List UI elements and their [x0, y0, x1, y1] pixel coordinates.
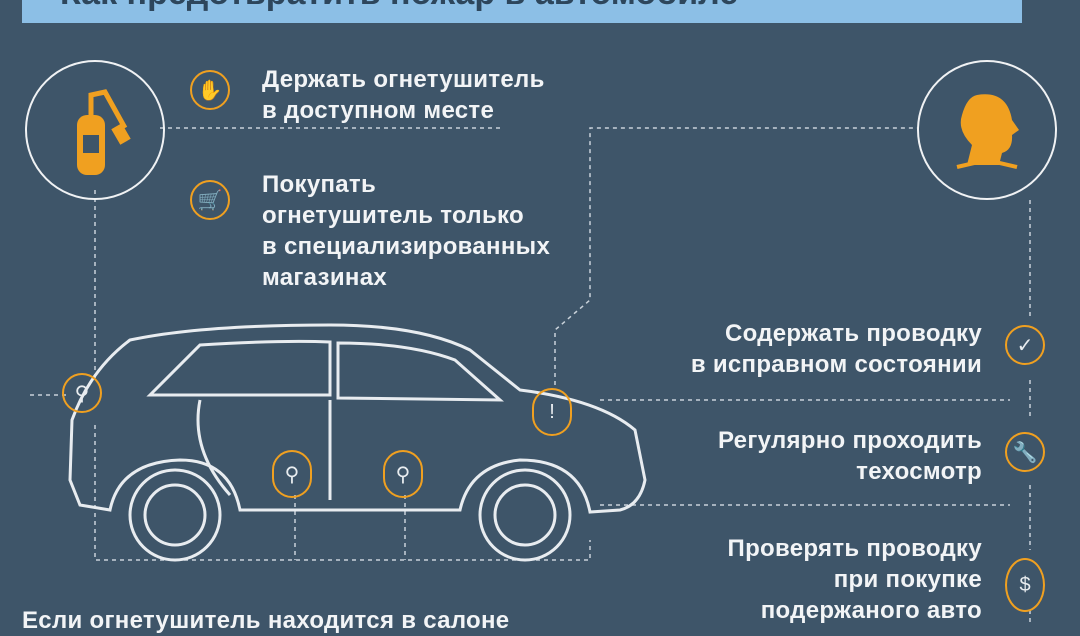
warning-icon: !: [532, 388, 572, 436]
bottom-note: Если огнетушитель находится в салоне: [22, 607, 510, 634]
title-banner: Как предотвратить пожар в автомобиле: [22, 0, 1022, 23]
hand-icon: ✋: [190, 70, 230, 110]
tip-check-used-car: Проверять проводку при покупке подержано…: [727, 535, 982, 624]
extinguisher-circle: [25, 60, 165, 200]
tip-keep-accessible: Держать огнетушитель в доступном месте: [262, 66, 545, 124]
tip-buy-specialized: Покупать огнетушитель только в специализ…: [262, 171, 551, 291]
page-title: Как предотвратить пожар в автомобиле: [60, 0, 738, 13]
fire-extinguisher-icon: ⚲: [272, 450, 312, 498]
wrench-icon: 🔧: [1005, 432, 1045, 472]
money-icon: $: [1005, 558, 1045, 612]
shopping-cart-icon: 🛒: [190, 180, 230, 220]
person-circle: [917, 60, 1057, 200]
car-outline: [68, 323, 647, 562]
fire-extinguisher-icon: [77, 89, 131, 175]
fire-extinguisher-icon: ⚲: [383, 450, 423, 498]
tip-wiring-condition: Содержать проводку в исправном состоянии: [690, 320, 982, 378]
checkmark-icon: ✓: [1005, 325, 1045, 365]
person-head-icon: [956, 94, 1019, 169]
fire-extinguisher-icon: ⚲: [62, 373, 102, 413]
tip-inspection: Регулярно проходить техосмотр: [717, 427, 982, 485]
